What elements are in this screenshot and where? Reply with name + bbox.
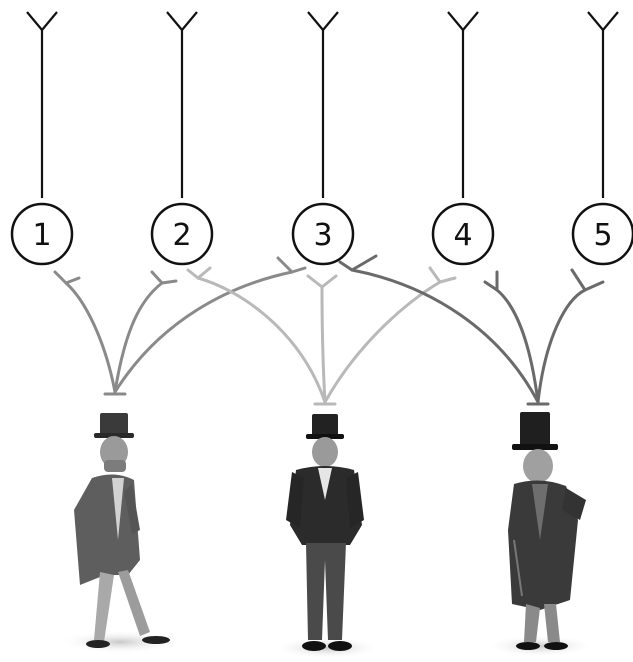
- antenna-group: [26, 11, 619, 198]
- antenna-4: [447, 11, 479, 198]
- branch-to-figure-1: [53, 256, 307, 396]
- node-4: 4: [431, 202, 495, 266]
- gentleman-center-figure: [286, 414, 364, 651]
- node-3: 3: [291, 202, 355, 266]
- node-label-4: 4: [453, 218, 472, 253]
- node-1: 1: [10, 202, 74, 266]
- node-label-1: 1: [32, 218, 51, 253]
- node-label-3: 3: [313, 218, 332, 253]
- node-5: 5: [571, 202, 633, 266]
- branch-to-figure-3: [338, 254, 605, 406]
- figure-1-shadow: [58, 630, 182, 654]
- node-group: 1 2 3 4 5: [10, 202, 633, 266]
- gentleman-right-figure: [508, 412, 586, 650]
- antenna-3: [307, 11, 339, 198]
- antenna-5: [587, 11, 619, 198]
- node-label-5: 5: [593, 218, 612, 253]
- node-label-2: 2: [172, 218, 191, 253]
- gentleman-left-figure: [74, 413, 170, 648]
- figure-2-shadow: [272, 637, 382, 659]
- antenna-2: [166, 11, 198, 198]
- branch-to-figure-2: [186, 266, 457, 406]
- antenna-1: [26, 11, 58, 198]
- node-2: 2: [150, 202, 214, 266]
